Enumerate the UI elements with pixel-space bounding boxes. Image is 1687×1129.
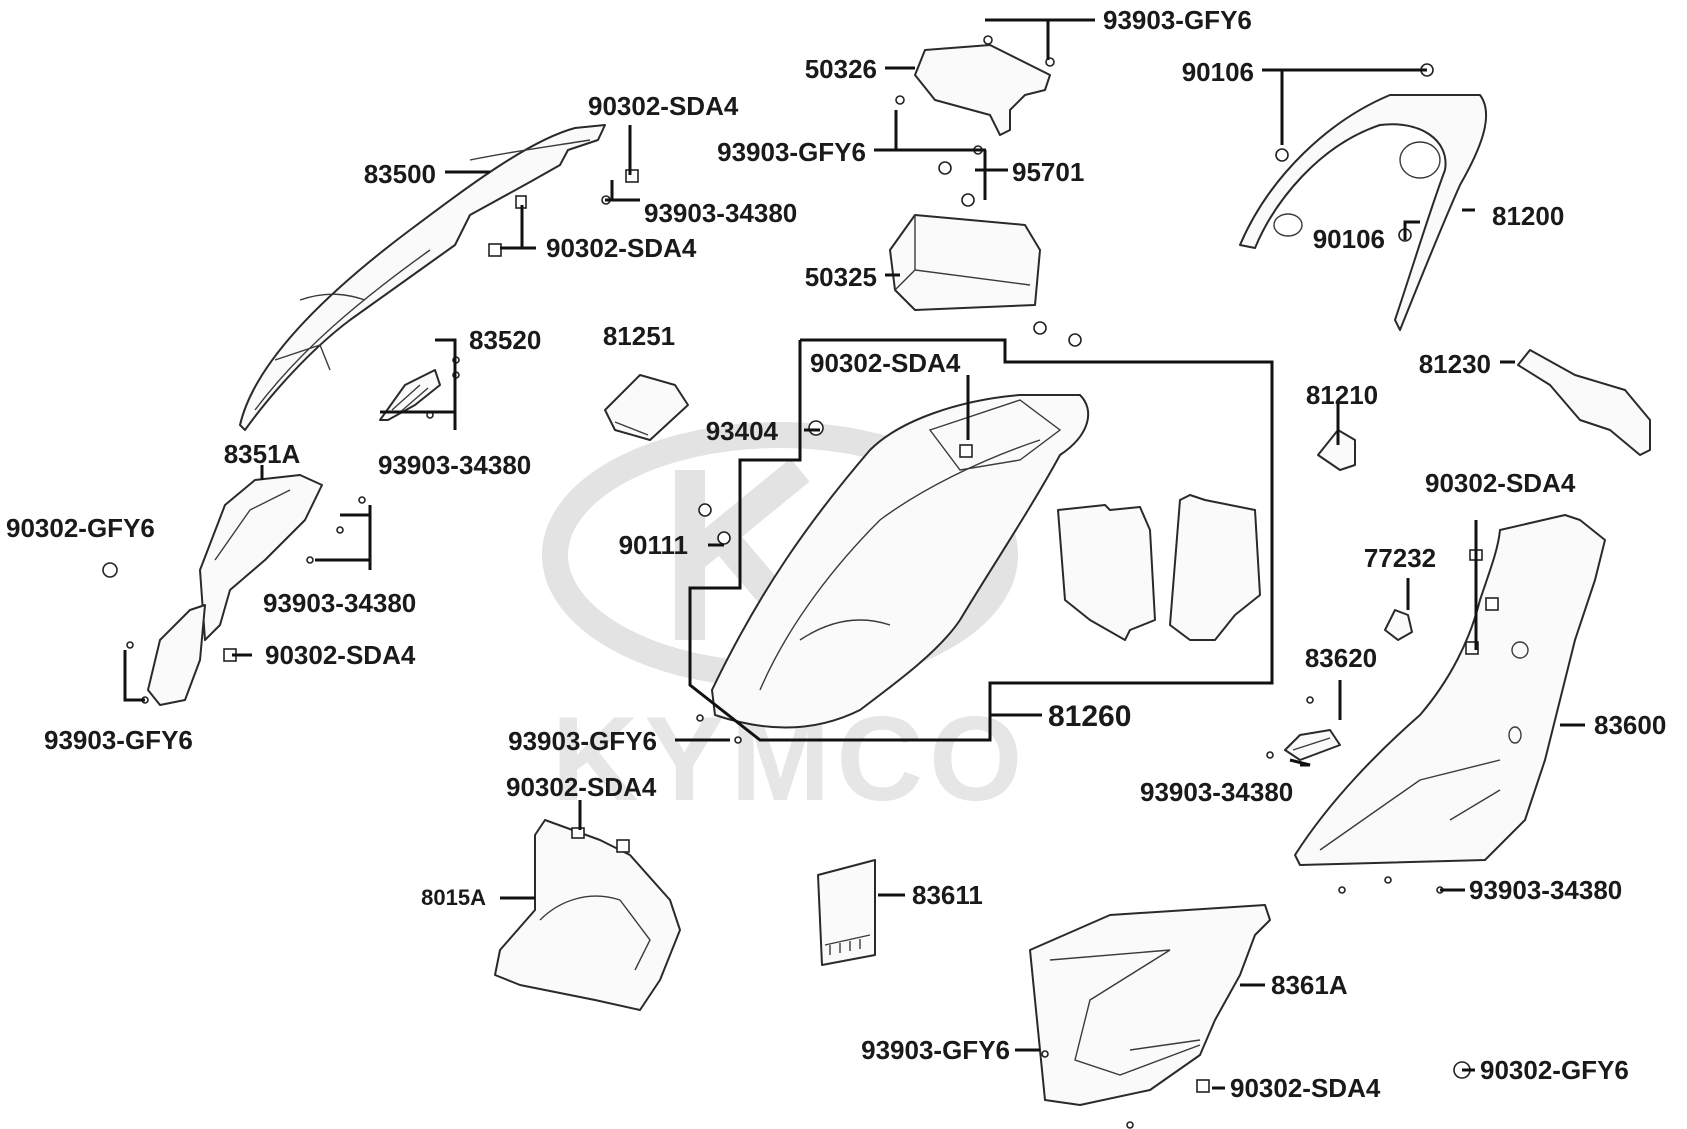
label-81210: 81210	[1306, 380, 1378, 410]
part-83620-bracket	[1284, 729, 1341, 761]
part-50326-plate	[914, 44, 1051, 136]
label-8361a: 8361A	[1271, 970, 1348, 1000]
label-77232: 77232	[1364, 543, 1436, 573]
part-8361a-lower-cover	[1029, 904, 1271, 1106]
label-50326: 50326	[805, 54, 877, 84]
label-93903-gfy6-e: 93903-GFY6	[861, 1035, 1010, 1065]
label-93903-34380-d: 93903-34380	[1140, 777, 1293, 807]
label-90111: 90111	[619, 530, 688, 560]
label-50325: 50325	[805, 262, 877, 292]
label-83520: 83520	[469, 325, 541, 355]
part-83600-rear-side-cover	[1294, 514, 1606, 866]
label-90302-sda4-f: 90302-SDA4	[506, 772, 657, 802]
label-81230: 81230	[1419, 349, 1491, 379]
label-83611: 83611	[912, 880, 983, 910]
label-83600: 83600	[1594, 710, 1666, 740]
part-81251-lid	[604, 374, 689, 441]
label-90302-sda4-b: 90302-SDA4	[546, 233, 697, 263]
part-83520-bracket	[379, 369, 441, 421]
label-81251: 81251	[603, 321, 675, 351]
part-81260-insert-sheets	[1057, 494, 1261, 641]
part-81230-bracket	[1517, 349, 1651, 456]
label-90302-sda4-a: 90302-SDA4	[588, 91, 739, 121]
label-90302-sda4-c: 90302-SDA4	[810, 348, 961, 378]
part-77232-clip	[1384, 609, 1413, 641]
part-8351a-side-cover	[147, 474, 323, 706]
label-93903-34380-b: 93903-34380	[378, 450, 531, 480]
label-90302-sda4-g: 90302-SDA4	[1230, 1073, 1381, 1103]
label-93903-34380-c: 93903-34380	[263, 588, 416, 618]
label-93903-34380-a: 93903-34380	[644, 198, 797, 228]
label-8015a: 8015A	[421, 885, 486, 910]
part-81260-seat-bucket	[711, 394, 1090, 729]
part-81210-clip	[1317, 429, 1356, 471]
label-93903-34380-e: 93903-34380	[1469, 875, 1622, 905]
label-83500: 83500	[364, 159, 436, 189]
label-93404: 93404	[706, 416, 779, 446]
label-93903-gfy6-c: 93903-GFY6	[44, 725, 193, 755]
part-labels: 93903-GFY6 50326 93903-GFY6 95701 50325 …	[6, 5, 1666, 1103]
label-90302-sda4-d: 90302-SDA4	[265, 640, 416, 670]
label-93903-gfy6-b: 93903-GFY6	[717, 137, 866, 167]
label-90106-b: 90106	[1313, 224, 1385, 254]
label-81200: 81200	[1492, 201, 1564, 231]
label-95701: 95701	[1012, 157, 1084, 187]
label-90106-a: 90106	[1182, 57, 1254, 87]
label-93903-gfy6-top: 93903-GFY6	[1103, 5, 1252, 35]
label-90302-gfy6-a: 90302-GFY6	[6, 513, 155, 543]
part-83500-rear-side-cover	[239, 124, 606, 431]
leader-lines	[123, 18, 1585, 1090]
label-90302-sda4-e: 90302-SDA4	[1425, 468, 1576, 498]
part-81200-grab-rail	[1239, 94, 1488, 331]
label-83620: 83620	[1305, 643, 1377, 673]
label-81260: 81260	[1048, 700, 1131, 733]
part-83611-sheet	[817, 859, 876, 966]
part-8015a-lower-cover	[494, 819, 681, 1011]
label-8351a: 8351A	[224, 439, 301, 469]
label-90302-gfy6-b: 90302-GFY6	[1480, 1055, 1629, 1085]
part-50325-battery-box	[889, 214, 1041, 311]
label-93903-gfy6-d: 93903-GFY6	[508, 726, 657, 756]
